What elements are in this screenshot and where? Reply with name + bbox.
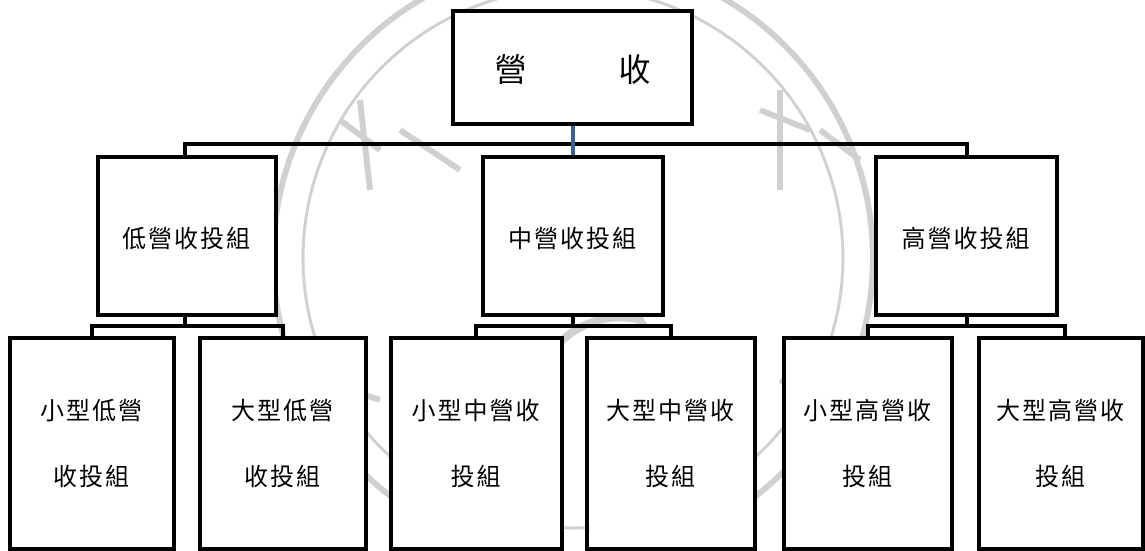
leaf-line-1: 小型中營收 [411, 396, 542, 425]
leaf-line-2: 收投組 [244, 462, 322, 491]
group-node-low: 低營收投組 [96, 155, 278, 317]
leaf-line-2: 收投組 [53, 462, 131, 491]
leaf-node-large-low: 大型低營收投組 [198, 336, 368, 551]
leaf-line-2: 投組 [842, 462, 894, 491]
root-label-right: 收 [618, 50, 651, 89]
leaf-node-small-high: 小型高營收投組 [782, 336, 954, 551]
leaf-line-1: 大型高營收 [996, 396, 1126, 425]
group-label: 高營收投組 [901, 224, 1032, 253]
leaf-line-1: 大型中營收 [606, 396, 736, 425]
leaf-line-2: 投組 [450, 462, 503, 491]
leaf-line-1: 小型高營收 [803, 396, 933, 425]
leaf-node-large-mid: 大型中營收投組 [585, 336, 757, 551]
leaf-node-large-high: 大型高營收投組 [977, 336, 1145, 551]
root-node-revenue: 營收 [451, 9, 694, 126]
group-label: 低營收投組 [122, 224, 252, 253]
leaf-node-small-mid: 小型中營收投組 [389, 336, 564, 551]
leaf-line-1: 小型低營 [40, 396, 144, 425]
group-node-high: 高營收投組 [874, 155, 1059, 317]
leaf-node-small-low: 小型低營收投組 [8, 336, 176, 551]
group-node-mid: 中營收投組 [481, 155, 665, 317]
leaf-line-2: 投組 [645, 462, 697, 491]
leaf-line-1: 大型低營 [231, 396, 335, 425]
group-label: 中營收投組 [508, 224, 638, 253]
leaf-line-2: 投組 [1035, 462, 1087, 491]
root-label-left: 營 [494, 50, 527, 89]
